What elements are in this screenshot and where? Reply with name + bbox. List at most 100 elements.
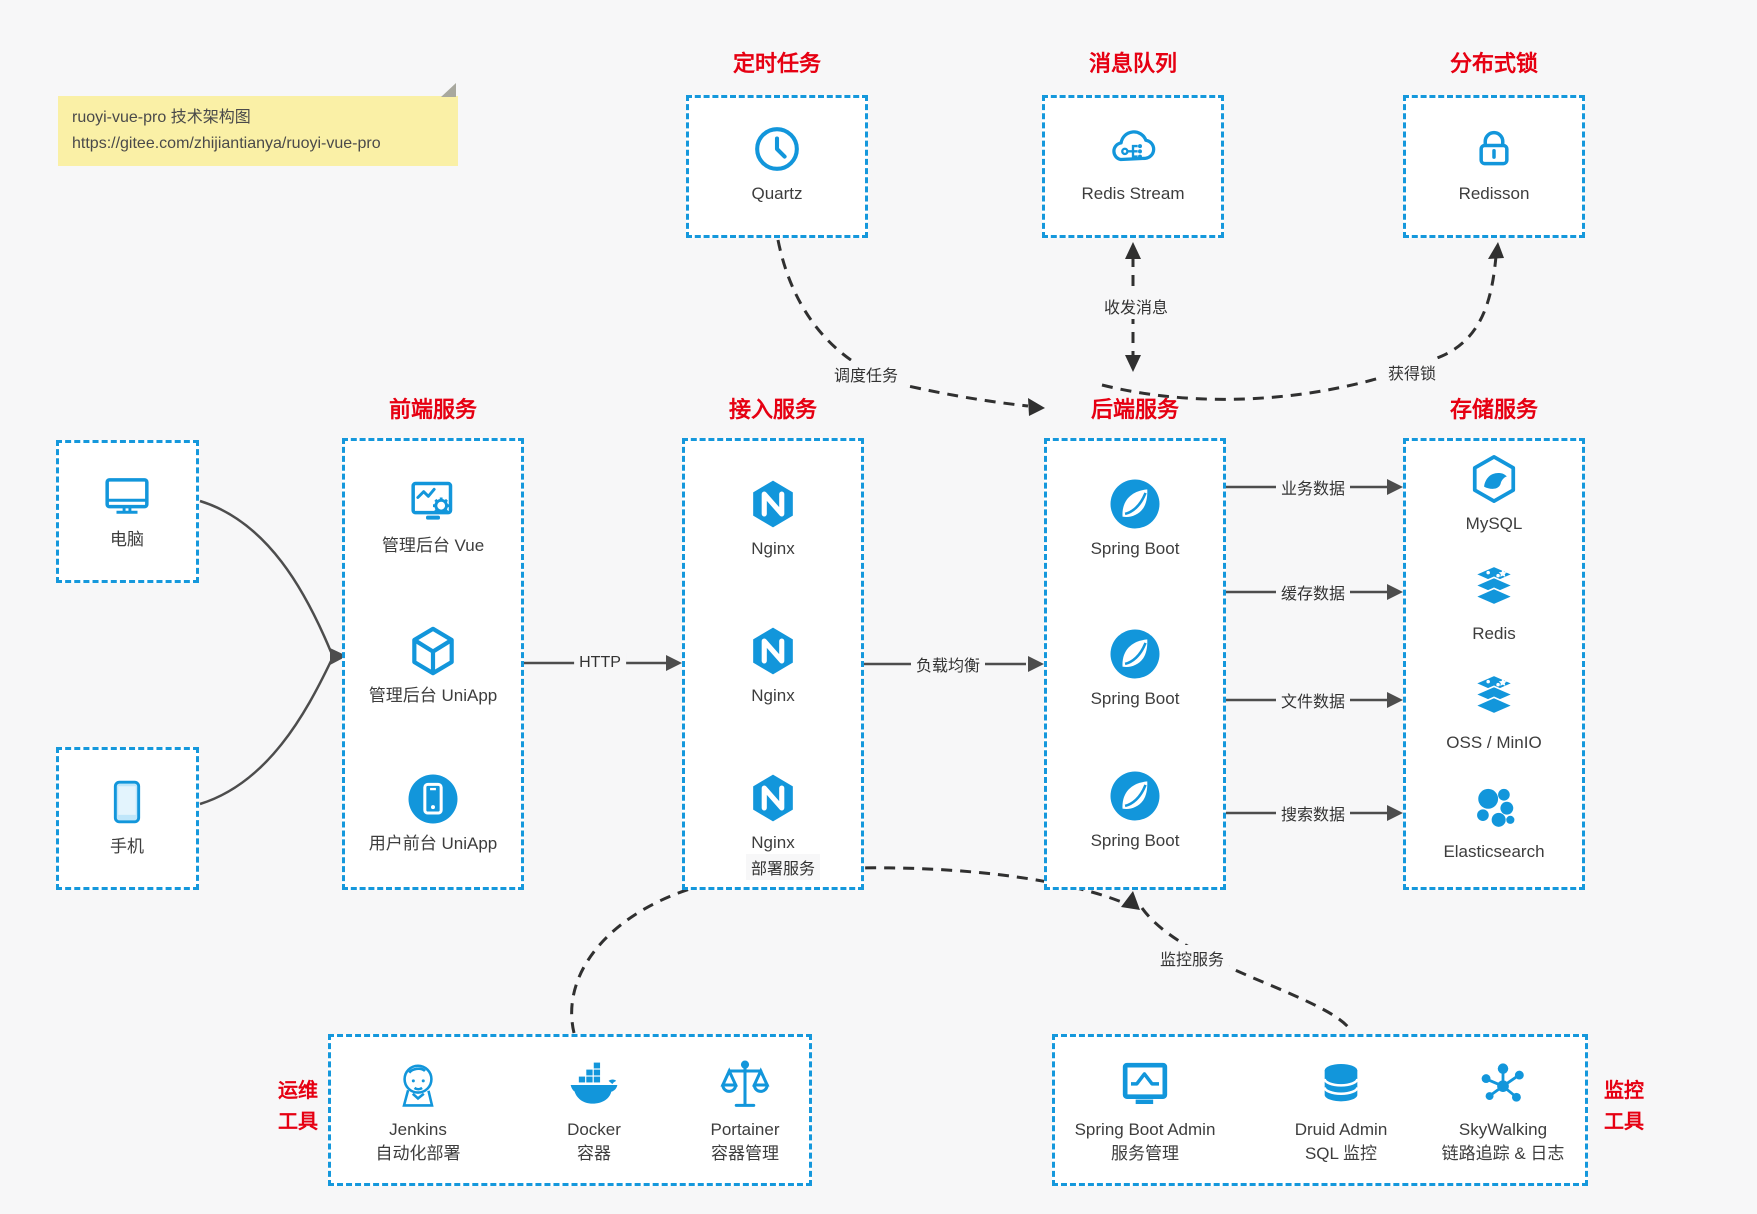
lock-edge — [1101, 255, 1498, 401]
spring-boot-node-3: Spring Boot — [1040, 768, 1230, 853]
ops-tools-side-title: 运维工具 — [238, 1076, 318, 1138]
docker-node: Docker 容器 — [499, 1057, 689, 1166]
redisson-box — [1403, 95, 1585, 238]
jenkins-node-label: Jenkins — [389, 1120, 447, 1139]
docker-node-label: Docker — [567, 1120, 621, 1139]
jenkins-node-sublabel: 自动化部署 — [375, 1143, 461, 1163]
docker-icon — [566, 1057, 622, 1113]
note-url: https://gitee.com/zhijiantianya/ruoyi-vu… — [72, 135, 381, 152]
file-data-label: 文件数据 — [1275, 687, 1351, 713]
search-data-label: 搜索数据 — [1275, 800, 1351, 826]
load-balance-label: 负载均衡 — [910, 651, 986, 677]
docker-node-sublabel: 容器 — [577, 1143, 611, 1163]
quartz-node: Quartz — [682, 121, 872, 206]
search-data-arrowhead — [1387, 805, 1403, 821]
file-data-arrowhead — [1387, 692, 1403, 708]
redisson-node-label: Redisson — [1458, 184, 1530, 203]
distributed-lock-title: 分布式锁 — [1449, 51, 1539, 76]
phone-icon — [99, 774, 155, 830]
note-title: ruoyi-vue-pro 技术架构图 — [72, 109, 251, 126]
cache-data-arrowhead — [1387, 584, 1403, 600]
mq-up-arrowhead — [1125, 242, 1141, 259]
admin-vue-node-label: 管理后台 Vue — [381, 536, 485, 555]
nginx-node-1: Nginx — [678, 476, 868, 561]
deploy-label: 部署服务 — [745, 854, 821, 880]
nginx-node-3-label: Nginx — [751, 833, 795, 852]
solid-edges — [524, 485, 1387, 815]
mq-down-arrowhead — [1125, 355, 1141, 372]
dashed-arrowheads — [1028, 242, 1504, 910]
druid-node-sublabel: SQL 监控 — [1304, 1143, 1378, 1163]
load-balance-arrowhead — [1028, 656, 1044, 672]
monitor-tools-box — [1052, 1034, 1588, 1186]
phone-to-frontend-edge — [199, 660, 333, 806]
jenkins-node: Jenkins 自动化部署 — [323, 1057, 513, 1166]
druid-icon — [1313, 1057, 1369, 1113]
computer-node-label: 电脑 — [110, 530, 144, 549]
biz-data-arrowhead — [1387, 479, 1403, 495]
storage-stack-icon — [1466, 670, 1522, 726]
clock-icon — [749, 121, 805, 177]
redis-icon — [1466, 561, 1522, 617]
computer-node: 电脑 — [32, 467, 222, 552]
cloud-queue-icon — [1105, 121, 1161, 177]
phone-node: 手机 — [32, 774, 222, 859]
lock-arrowhead — [1488, 242, 1504, 259]
admin-uniapp-node: 管理后台 UniApp — [338, 623, 528, 708]
frontend-arrowhead — [330, 648, 347, 665]
redis-node: Redis — [1399, 561, 1589, 646]
user-uniapp-node-label: 用户前台 UniApp — [368, 834, 498, 853]
admin-vue-node: 管理后台 Vue — [338, 473, 528, 558]
skywalking-node: SkyWalking 链路追踪 & 日志 — [1408, 1057, 1598, 1166]
spring-boot-icon — [1107, 768, 1163, 824]
admin-uniapp-node-label: 管理后台 UniApp — [368, 686, 498, 705]
sticky-note: ruoyi-vue-pro 技术架构图 https://gitee.com/zh… — [58, 83, 458, 166]
desktop-icon — [99, 467, 155, 523]
redis-stream-node-label: Redis Stream — [1081, 184, 1185, 203]
mobile-app-icon — [405, 771, 461, 827]
portainer-icon — [717, 1057, 773, 1113]
client-merge-edges — [199, 499, 333, 806]
spring-boot-admin-icon — [1117, 1057, 1173, 1113]
nginx-icon — [745, 476, 801, 532]
schedule-label: 调度任务 — [828, 361, 904, 387]
redis-stream-node: Redis Stream — [1038, 121, 1228, 206]
redis-node-label: Redis — [1472, 624, 1516, 643]
oss-minio-node-label: OSS / MinIO — [1446, 733, 1542, 752]
storage-title: 存储服务 — [1449, 397, 1539, 422]
deploy-arrowhead — [1121, 891, 1140, 910]
nginx-icon — [745, 770, 801, 826]
spring-boot-node-2-label: Spring Boot — [1090, 689, 1180, 708]
skywalking-node-sublabel: 链路追踪 & 日志 — [1441, 1143, 1565, 1163]
vue-admin-icon — [405, 473, 461, 529]
mysql-icon — [1466, 451, 1522, 507]
http-arrowhead — [666, 655, 682, 671]
schedule-arrowhead — [1028, 398, 1045, 416]
backend-title: 后端服务 — [1090, 397, 1180, 422]
lock-icon — [1466, 121, 1522, 177]
mysql-node: MySQL — [1399, 451, 1589, 536]
elasticsearch-node: Elasticsearch — [1399, 779, 1589, 864]
elasticsearch-node-label: Elasticsearch — [1443, 842, 1545, 861]
spring-boot-node-1-label: Spring Boot — [1090, 539, 1180, 558]
side-title-line-1: 监控 — [1604, 1080, 1644, 1102]
cube-icon — [405, 623, 461, 679]
nginx-node-1-label: Nginx — [751, 539, 795, 558]
side-title-line-2: 工具 — [1604, 1111, 1644, 1133]
side-title-line-1: 运维 — [278, 1080, 318, 1102]
spring-boot-node-2: Spring Boot — [1040, 626, 1230, 711]
phone-node-label: 手机 — [110, 837, 144, 856]
monitor-tools-side-title: 监控工具 — [1604, 1076, 1694, 1138]
scheduled-task-title: 定时任务 — [732, 51, 822, 76]
skywalking-node-label: SkyWalking — [1458, 1120, 1548, 1139]
nginx-node-3: Nginx — [678, 770, 868, 855]
deploy-edge — [570, 866, 1125, 1034]
cache-data-label: 缓存数据 — [1275, 579, 1351, 605]
quartz-node-label: Quartz — [751, 184, 803, 203]
spring-boot-icon — [1107, 476, 1163, 532]
spring-boot-node-3-label: Spring Boot — [1090, 831, 1180, 850]
elasticsearch-icon — [1466, 779, 1522, 835]
